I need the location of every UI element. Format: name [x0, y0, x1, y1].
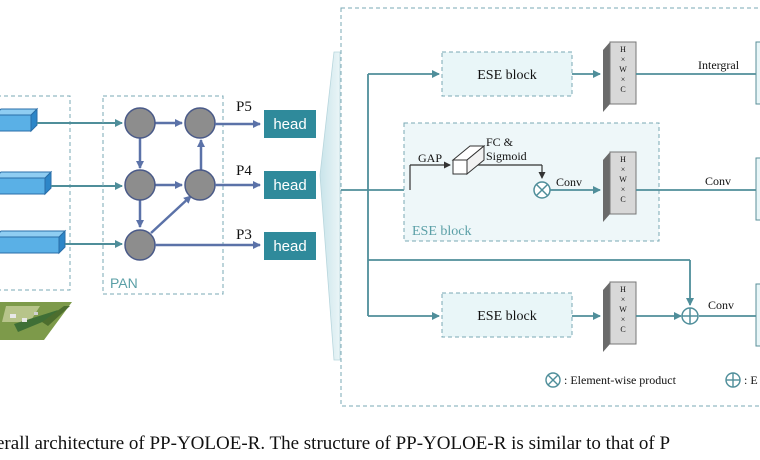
element-wise-add-icon [681, 307, 699, 325]
svg-text:H: H [620, 285, 626, 294]
ese-block-top: ESE block [441, 51, 573, 97]
svg-text:W: W [619, 65, 627, 74]
backbone-dashed-box [0, 95, 71, 291]
svg-text:×: × [621, 165, 626, 174]
head-label: head [273, 116, 306, 133]
svg-text:×: × [621, 75, 626, 84]
pan-node [124, 169, 156, 201]
fc-label: FC & [486, 135, 514, 149]
svg-text:×: × [621, 315, 626, 324]
gap-label: GAP [418, 151, 442, 165]
ese-block-detail-label: ESE block [412, 224, 472, 239]
fc-vector [451, 144, 486, 176]
pan-label: PAN [110, 275, 138, 291]
level-label-p5: P5 [236, 99, 252, 115]
svg-text:H: H [620, 155, 626, 164]
ese-block-label: ESE block [477, 68, 537, 83]
svg-text:C: C [620, 325, 625, 334]
figure-caption: erall architecture of PP-YOLOE-R. The st… [0, 433, 671, 454]
pan-node [124, 229, 156, 261]
conv-label-bottom: Conv [708, 298, 734, 312]
head-box-p4: head [264, 171, 316, 199]
head-label: head [273, 238, 306, 255]
head-box-p5: head [264, 110, 316, 138]
input-image [0, 302, 72, 340]
pan-node [124, 107, 156, 139]
expansion-fan [319, 51, 341, 361]
svg-text:H: H [620, 45, 626, 54]
level-label-p4: P4 [236, 163, 252, 179]
level-label-p3: P3 [236, 227, 252, 243]
backbone-feature-bar [0, 107, 39, 133]
svg-text:C: C [620, 85, 625, 94]
conv-label-middle: Conv [705, 174, 731, 188]
pan-dashed-box [102, 95, 224, 295]
pan-node [184, 107, 216, 139]
legend-product: : Element-wise product [545, 372, 677, 388]
ese-block-bottom: ESE block [441, 292, 573, 338]
legend-product-label: : Element-wise product [564, 373, 677, 387]
legend-add: : E [725, 372, 758, 388]
element-wise-product-icon [533, 181, 551, 199]
feature-tensor-bottom: H × W × C [603, 281, 637, 352]
svg-text:×: × [621, 295, 626, 304]
head-box-p3: head [264, 232, 316, 260]
backbone-feature-bar [0, 229, 67, 255]
legend-add-label: : E [744, 373, 758, 387]
integral-label: Intergral [698, 58, 740, 72]
svg-text:×: × [621, 185, 626, 194]
head-detail-dashed-box [340, 7, 760, 407]
feature-tensor-middle: H × W × C [603, 151, 637, 222]
feature-tensor-top: H × W × C [603, 41, 637, 112]
svg-text:W: W [619, 305, 627, 314]
conv-label-inner: Conv [556, 175, 582, 189]
sigmoid-label: Sigmoid [486, 149, 527, 163]
pan-node [184, 169, 216, 201]
ese-block-label: ESE block [477, 309, 537, 324]
svg-text:C: C [620, 195, 625, 204]
svg-text:×: × [621, 55, 626, 64]
backbone-feature-bar [0, 170, 53, 196]
svg-text:W: W [619, 175, 627, 184]
head-label: head [273, 177, 306, 194]
